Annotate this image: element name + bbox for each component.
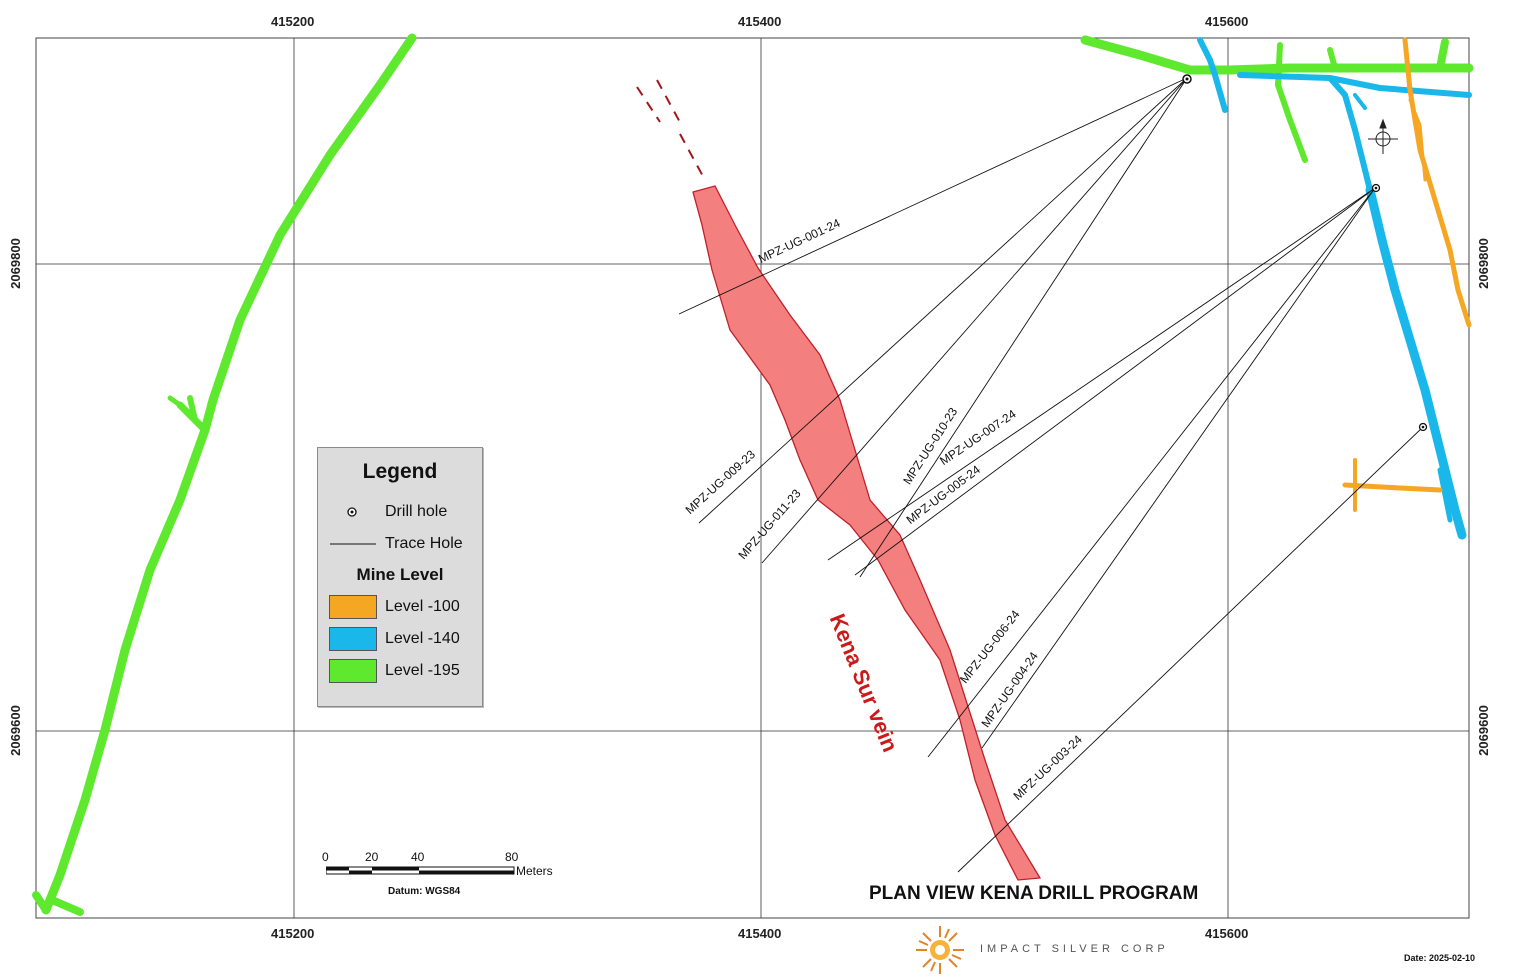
drill-hole-icon — [347, 507, 357, 517]
trace-hole-004-24 — [981, 187, 1376, 749]
northing-label-left: 2069800 — [7, 238, 23, 289]
trace-hole-001-24 — [678, 77, 1188, 315]
legend-level-140: Level -140 — [385, 630, 460, 647]
trace-hole-007-24 — [827, 187, 1376, 561]
easting-label-bottom: 415200 — [271, 926, 315, 941]
easting-label-bottom: 415400 — [738, 926, 782, 941]
plan-title: PLAN VIEW KENA DRILL PROGRAM — [869, 883, 1199, 904]
scale-bar: 0 20 40 80 Meters Datum: WGS84 — [320, 848, 560, 898]
trace-line-icon — [330, 543, 376, 545]
easting-label-top: 415600 — [1205, 14, 1249, 29]
legend-level-195: Level -195 — [385, 662, 460, 679]
level-195-drift-right — [1080, 35, 1474, 163]
scale-tick: 40 — [411, 850, 425, 864]
vein-projection — [636, 79, 706, 181]
level-195-drift-left — [32, 33, 417, 916]
level-100-swatch — [329, 595, 377, 619]
kena-sur-vein — [692, 185, 1042, 881]
level-140-swatch — [329, 627, 377, 651]
scale-unit: Meters — [516, 864, 553, 878]
easting-label-top: 415200 — [271, 14, 315, 29]
northing-label-left: 2069600 — [7, 705, 23, 756]
northing-label-right: 2069800 — [1475, 238, 1491, 289]
drill-hole-collars — [1182, 74, 1428, 432]
sunburst-logo-icon — [916, 926, 964, 974]
scale-tick: 0 — [322, 850, 329, 864]
level-140-drifts — [1197, 37, 1472, 540]
trace-hole-009-23 — [698, 77, 1188, 524]
scale-tick: 20 — [365, 850, 379, 864]
trace-hole-011-23 — [761, 77, 1188, 564]
trace-hole-006-24 — [927, 187, 1376, 758]
easting-label-top: 415400 — [738, 14, 782, 29]
level-100-drifts — [1342, 37, 1472, 512]
scale-bar-graphic — [326, 866, 515, 875]
legend-trace-hole: Trace Hole — [385, 535, 463, 552]
company-name: IMPACT SILVER CORP — [980, 943, 1169, 955]
scale-tick: 80 — [505, 850, 519, 864]
legend-drill-hole: Drill hole — [385, 503, 448, 520]
trace-hole-005-24 — [854, 187, 1376, 576]
easting-label-bottom: 415600 — [1205, 926, 1249, 941]
trace-holes — [678, 77, 1424, 873]
legend-level-100: Level -100 — [385, 598, 460, 615]
scale-datum: Datum: WGS84 — [388, 886, 461, 897]
trace-hole-003-24 — [957, 426, 1424, 873]
northing-label-right: 2069600 — [1475, 705, 1491, 756]
legend-mine-level: Mine Level — [356, 565, 444, 584]
map-frame — [35, 37, 1470, 919]
north-arrow-icon — [1368, 118, 1398, 154]
level-195-swatch — [329, 659, 377, 683]
legend-panel: Legend Drill hole Trace Hole Mine Level … — [317, 447, 483, 707]
legend-title: Legend — [362, 460, 438, 483]
trace-hole-010-23 — [859, 77, 1188, 578]
date-label: Date: 2025-02-10 — [1404, 953, 1476, 963]
